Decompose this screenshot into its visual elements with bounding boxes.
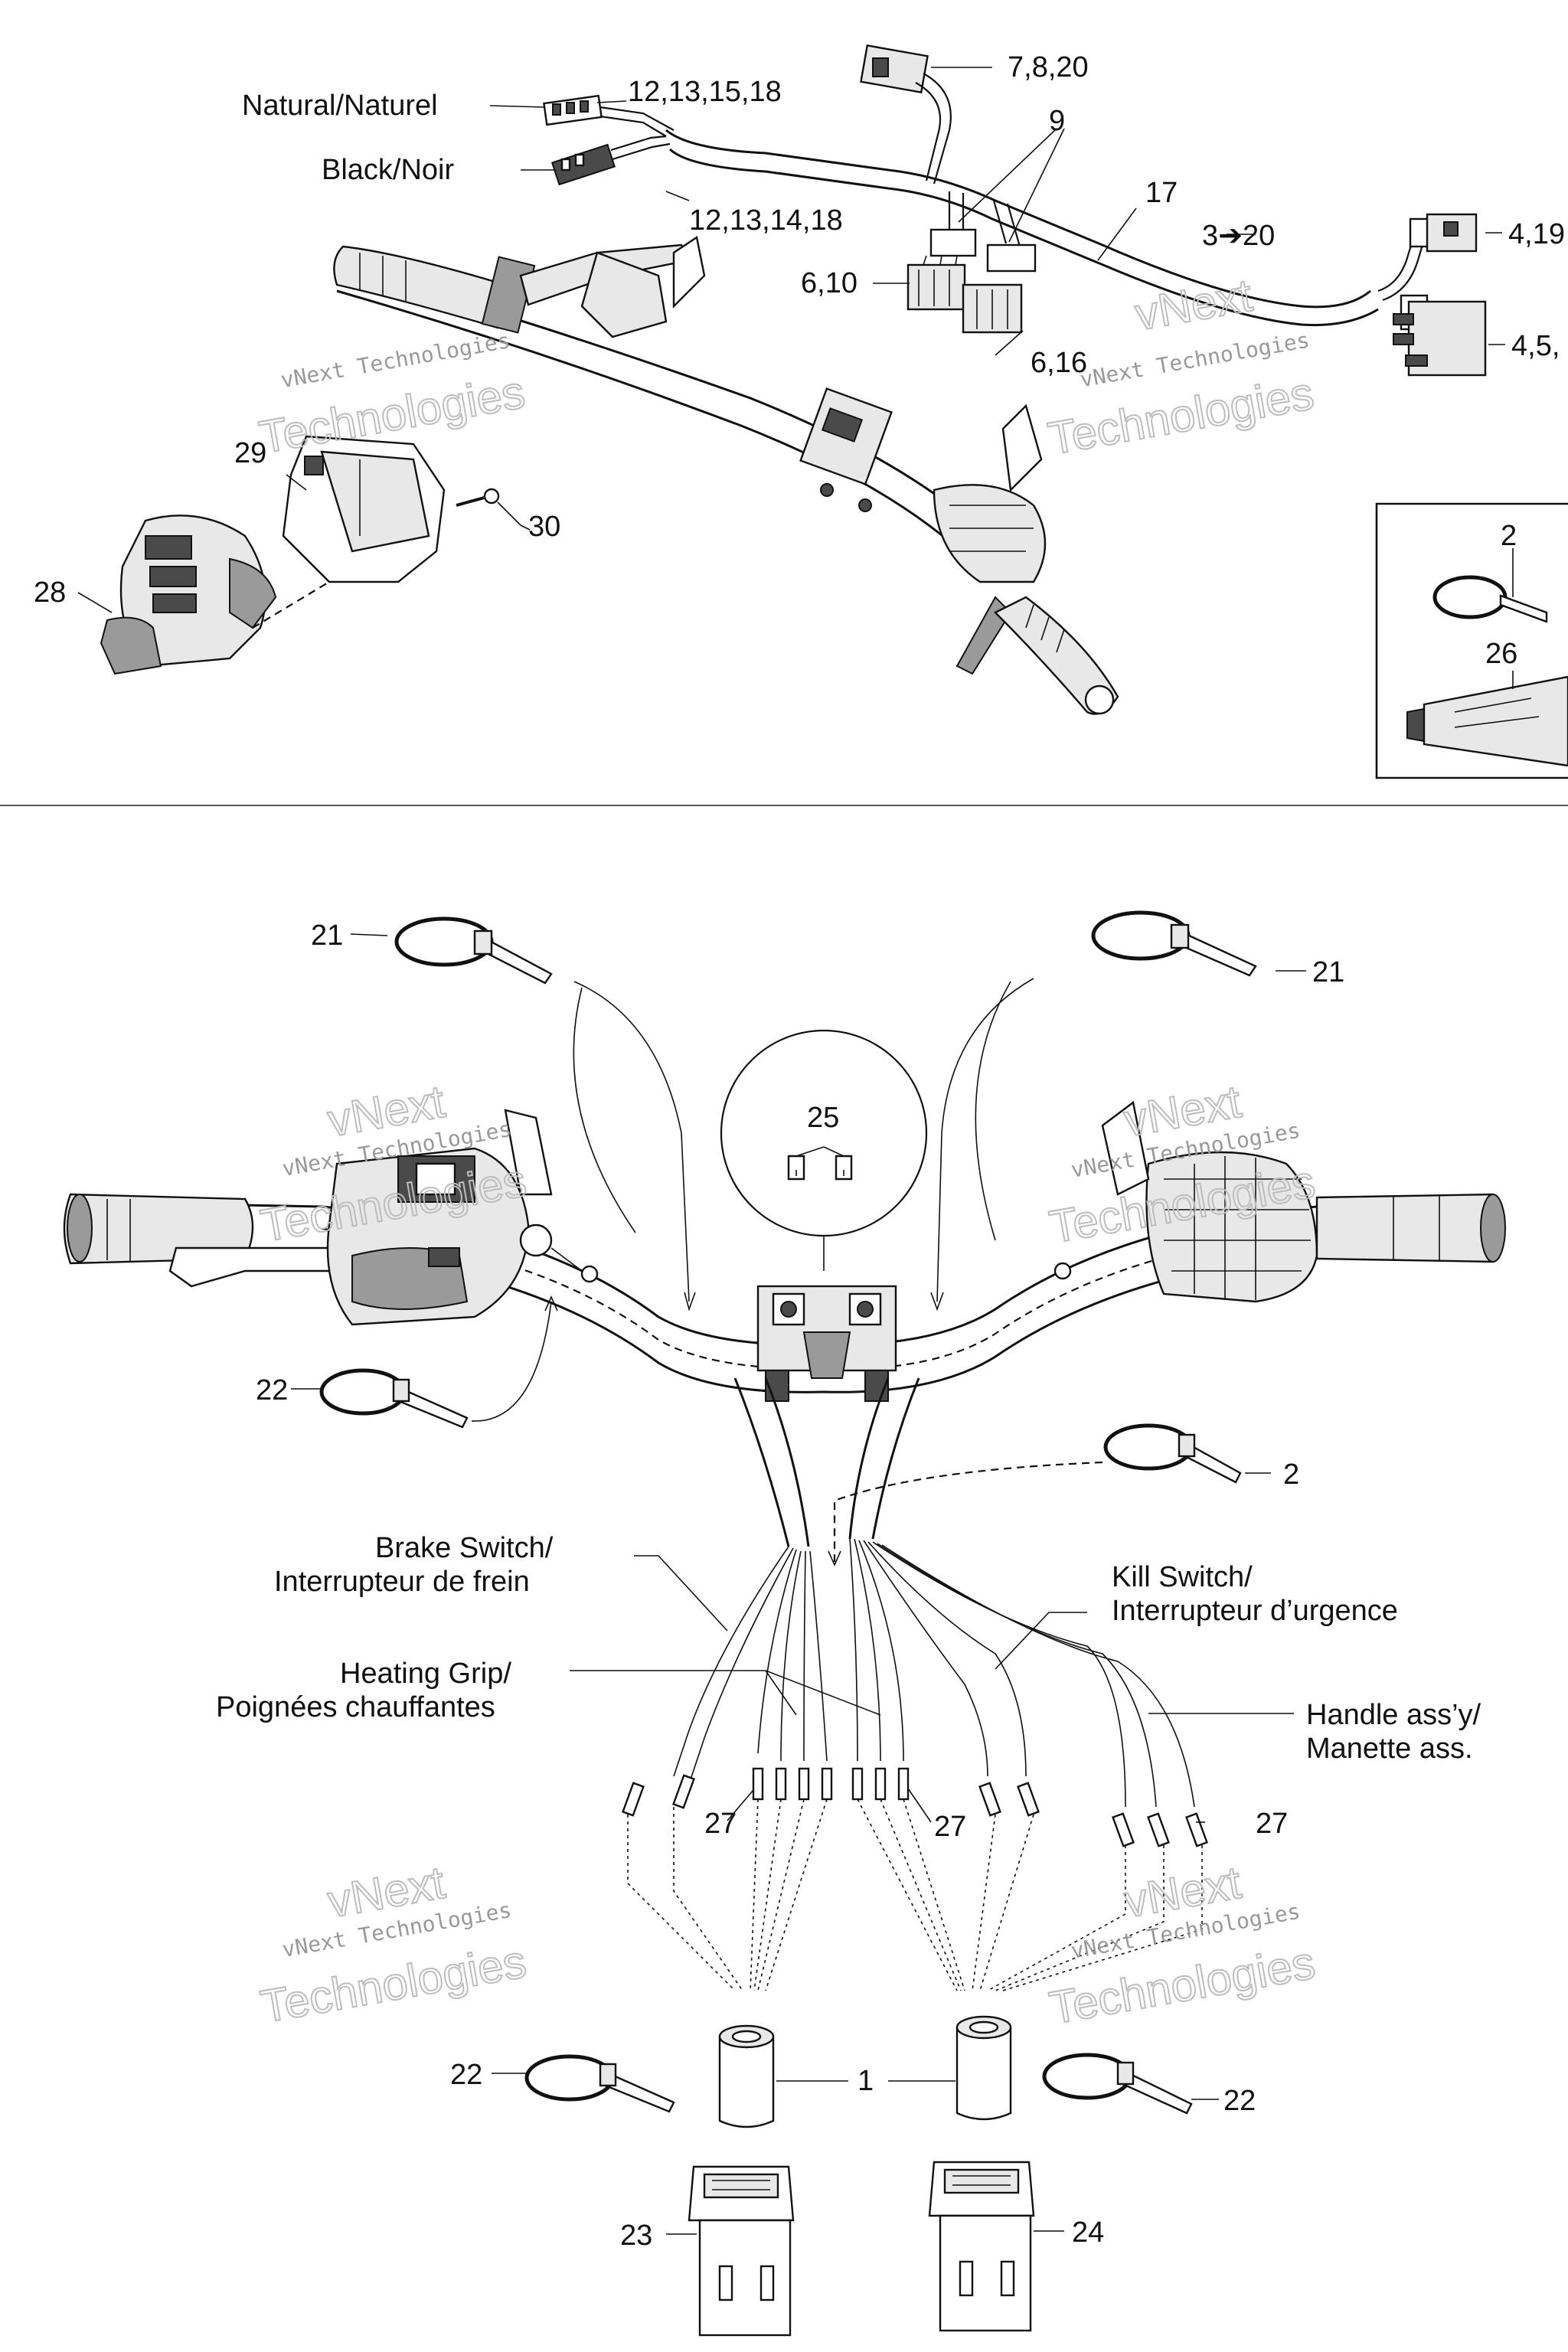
natural-connector [543,94,675,137]
callout-22-lower-right: 22 [1223,2085,1256,2117]
upper-assembly [100,44,1568,779]
watermark-bottom-left: vNext vNext Technologies Technologies [256,1856,531,2034]
label-kill-fr: Interrupteur d’urgence [1112,1595,1398,1627]
callout-22-lower-left: 22 [450,2059,482,2091]
callout-23: 23 [620,2220,652,2252]
tie-wrap-21-left [394,916,553,985]
upper-handlebar [333,236,1119,715]
lower-handlebar [63,1100,1506,1402]
inset-box [1375,502,1568,779]
callout-27-a: 27 [704,1808,737,1840]
callout-4-19: 4,19 [1508,218,1565,250]
label-handle-en: Handle ass’y/ [1306,1699,1481,1731]
housing-23 [688,2165,795,2337]
callout-26: 26 [1485,638,1517,670]
switch-assembly-28 [100,514,330,675]
grease-tube-26 [1406,675,1568,767]
label-heating-en: Heating Grip/ [340,1658,511,1690]
callout-9: 9 [1049,105,1065,137]
callout-6-10: 6,10 [801,267,858,299]
callout-3-20: 3➔20 [1202,220,1275,252]
label-black: Black/Noir [322,154,454,186]
connector-7-8-20 [860,44,952,185]
callout-27-c: 27 [1256,1808,1288,1840]
callout-12-13-15-18: 12,13,15,18 [628,76,782,108]
lower-assembly [63,910,1506,2337]
tie-wrap-22-lower-right [1042,2053,1193,2115]
top-leaders [77,67,1514,689]
connector-4-19 [1377,213,1478,302]
label-brake-fr: Interrupteur de frein [274,1566,530,1598]
callout-22-upper: 22 [256,1374,288,1406]
watermark-bottom-right: vNext vNext Technologies Technologies [1045,1856,1320,2035]
switch-housing-cover-29 [282,435,446,583]
callout-17: 17 [1145,177,1178,209]
callout-4-5: 4,5, [1511,330,1560,362]
dotted-guides [627,1798,1203,1991]
wire-bundles [673,1377,1195,1808]
tie-wrap-2-mid [828,1423,1242,1566]
callout-30: 30 [528,511,560,543]
callout-1: 1 [858,2065,874,2097]
label-brake-en: Brake Switch/ [375,1532,554,1564]
sleeve-1-left [718,2024,775,2128]
label-natural: Natural/Naturel [242,90,438,122]
callout-28: 28 [34,577,66,609]
callout-24: 24 [1072,2216,1104,2249]
detail-circle-25 [720,1029,928,1271]
housing-24 [928,2161,1035,2332]
label-heating-fr: Poignées chauffantes [216,1691,495,1723]
callout-27-b: 27 [934,1811,966,1843]
bottom-leaders [291,933,1306,2235]
label-kill-en: Kill Switch/ [1112,1561,1253,1593]
callout-6-16: 6,16 [1031,347,1087,379]
callout-25: 25 [807,1102,839,1134]
tie-wrap-22-lower-left [524,2054,675,2113]
screw-30 [456,488,521,526]
callout-12-13-14-18: 12,13,14,18 [689,204,843,237]
center-clamp [756,1285,897,1402]
connector-4-5 [1393,294,1487,377]
connector-6-10 [906,191,977,311]
callout-7-8-20: 7,8,20 [1008,51,1089,83]
callout-21-left: 21 [311,920,343,952]
label-handle-fr: Manette ass. [1306,1733,1473,1765]
tie-wrap-21-right [1091,910,1257,977]
wire-labels: Natural/Naturel Black/Noir Brake Switch/… [216,90,1481,1765]
tie-wrap-22-upper [319,1295,558,1429]
callout-29: 29 [234,437,266,469]
tie-wrap-2-inset [1432,575,1548,623]
callout-2-inset: 2 [1501,520,1517,552]
connector-6-16 [962,200,1037,334]
sleeve-1-right [956,2015,1012,2121]
svg-text:vNext: vNext [1132,270,1256,341]
black-connector [550,135,671,186]
callout-21-right: 21 [1312,956,1344,988]
callout-labels: 7,8,20 12,13,15,18 9 17 3➔20 4,19 12,13,… [34,51,1565,2252]
callout-2-mid: 2 [1283,1459,1299,1491]
